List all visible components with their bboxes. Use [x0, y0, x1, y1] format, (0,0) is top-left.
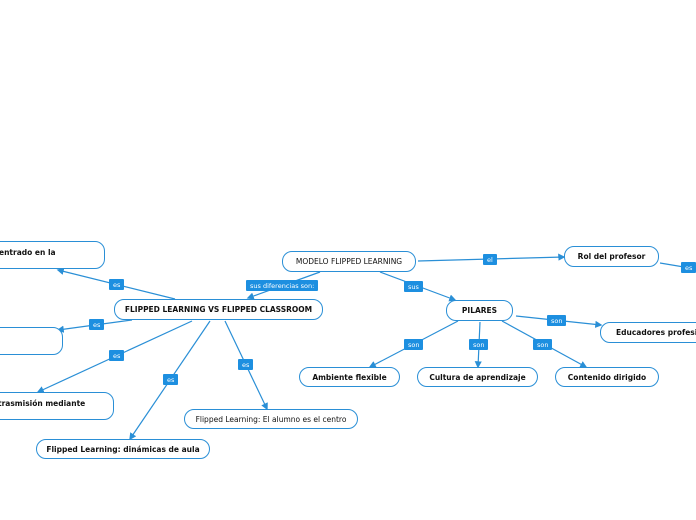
tag-es-far: es: [681, 262, 696, 273]
tag-sus: sus: [404, 281, 423, 292]
node-trasmision-mediante[interactable]: trasmisión mediante: [0, 392, 114, 420]
tag-el: el: [483, 254, 497, 265]
tag-es-right: es: [238, 359, 254, 370]
tag-son-contenido: son: [533, 339, 553, 350]
tag-es-top: es: [109, 279, 125, 290]
node-flipped-vs-classroom[interactable]: FLIPPED LEARNING VS FLIPPED CLASSROOM: [114, 299, 323, 320]
node-centrado-en-la[interactable]: entrado en la: [0, 241, 105, 269]
node-modelo-flipped-learning[interactable]: MODELO FLIPPED LEARNING: [282, 251, 416, 272]
tag-es-mid: es: [89, 319, 105, 330]
node-contenido-dirigido[interactable]: Contenido dirigido: [555, 367, 659, 387]
node-rol-del-profesor[interactable]: Rol del profesor: [564, 246, 659, 267]
node-ambiente-flexible[interactable]: Ambiente flexible: [299, 367, 400, 387]
node-educadores-profesionales[interactable]: Educadores profesio: [600, 322, 696, 343]
node-pilares[interactable]: PILARES: [446, 300, 513, 321]
tag-es-down: es: [163, 374, 179, 385]
node-dinamicas-de-aula[interactable]: Flipped Learning: dinámicas de aula: [36, 439, 210, 459]
tag-son-educadores: son: [547, 315, 567, 326]
tag-son-cultura: son: [469, 339, 489, 350]
node-empty-box[interactable]: [0, 327, 63, 355]
node-cultura-de-aprendizaje[interactable]: Cultura de aprendizaje: [417, 367, 538, 387]
tag-son-ambiente: son: [404, 339, 424, 350]
tag-es-low: es: [109, 350, 125, 361]
tag-sus-diferencias: sus diferencias son:: [246, 280, 319, 291]
node-alumno-es-el-centro[interactable]: Flipped Learning: El alumno es el centro: [184, 409, 358, 429]
